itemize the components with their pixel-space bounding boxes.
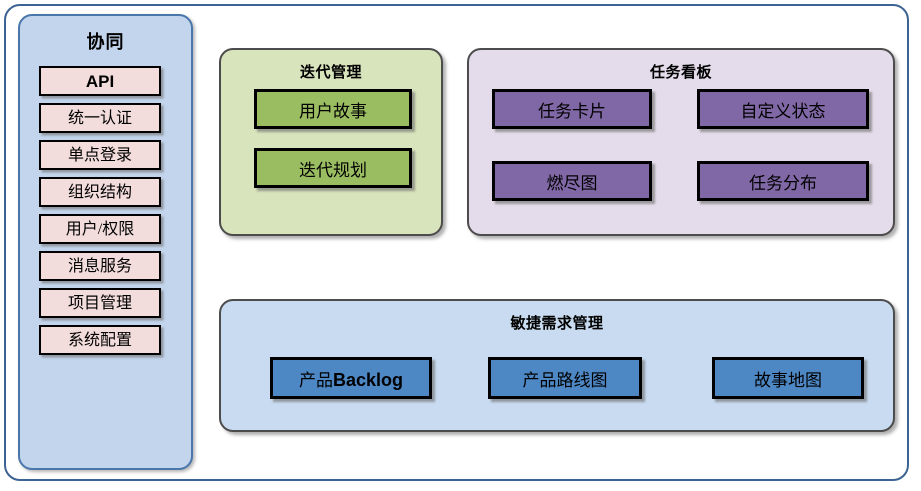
taskboard-item-burndown-chart[interactable]: 燃尽图	[492, 161, 652, 201]
panel-title-task-board: 任务看板	[649, 64, 712, 81]
agile-item-product-backlog[interactable]: 产品Backlog	[270, 357, 432, 399]
panel-title-iteration-management: 迭代管理	[299, 64, 362, 81]
panel-task-board[interactable]: 任务看板 任务卡片 自定义状态 燃尽图 任务分布	[467, 48, 895, 236]
agile-item-product-roadmap[interactable]: 产品路线图	[488, 357, 642, 399]
sidebar-item-api[interactable]: API	[39, 66, 161, 96]
sidebar-title: 协同	[86, 32, 125, 52]
taskboard-item-task-distribution[interactable]: 任务分布	[697, 161, 869, 201]
sidebar-item-message-service[interactable]: 消息服务	[39, 251, 161, 281]
sidebar-item-single-sign-on[interactable]: 单点登录	[39, 140, 161, 170]
product-backlog-latin: Backlog	[332, 369, 404, 390]
agile-item-product-backlog-label: 产品Backlog	[299, 366, 403, 391]
sidebar-item-project-management[interactable]: 项目管理	[39, 288, 161, 318]
sidebar-item-unified-auth[interactable]: 统一认证	[39, 103, 161, 133]
taskboard-item-task-card[interactable]: 任务卡片	[492, 89, 652, 129]
taskboard-item-custom-status[interactable]: 自定义状态	[697, 89, 869, 129]
sidebar-panel-collaboration[interactable]: 协同 API 统一认证 单点登录 组织结构 用户/权限 消息服务 项目管理 系统…	[18, 14, 193, 470]
sidebar-item-system-config[interactable]: 系统配置	[39, 325, 161, 355]
panel-agile-requirement-management[interactable]: 敏捷需求管理 产品Backlog 产品路线图 故事地图	[219, 299, 895, 432]
iteration-item-user-story[interactable]: 用户故事	[254, 89, 412, 129]
panel-iteration-management[interactable]: 迭代管理 用户故事 迭代规划	[219, 48, 443, 236]
product-backlog-cjk: 产品	[298, 370, 333, 390]
agile-item-story-map[interactable]: 故事地图	[712, 357, 864, 399]
panel-title-agile-requirement-management: 敏捷需求管理	[510, 315, 604, 332]
sidebar-item-user-permission[interactable]: 用户/权限	[39, 214, 161, 244]
sidebar-item-list: API 统一认证 单点登录 组织结构 用户/权限 消息服务 项目管理 系统配置	[39, 66, 161, 362]
iteration-item-iteration-planning[interactable]: 迭代规划	[254, 148, 412, 188]
sidebar-item-org-structure[interactable]: 组织结构	[39, 177, 161, 207]
